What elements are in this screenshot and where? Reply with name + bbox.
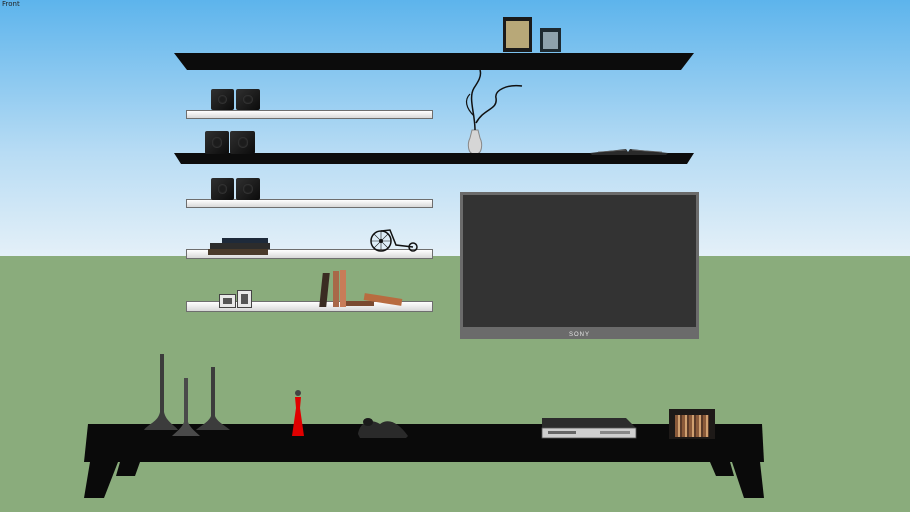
white-shelf-2[interactable] bbox=[186, 199, 433, 208]
open-book[interactable] bbox=[588, 144, 670, 156]
tv-screen bbox=[463, 195, 696, 327]
tv-brand-logo: SONY bbox=[568, 332, 590, 338]
speaker-left-3[interactable] bbox=[211, 178, 234, 200]
book-top[interactable] bbox=[222, 238, 268, 243]
photo-frame-1[interactable] bbox=[219, 294, 236, 308]
headphones[interactable] bbox=[354, 416, 412, 440]
picture-box-small-art bbox=[543, 32, 558, 49]
standing-book-2[interactable] bbox=[333, 271, 339, 307]
photo-frame-1-picture bbox=[223, 298, 232, 304]
white-shelf-4[interactable] bbox=[186, 301, 433, 312]
white-shelf-3[interactable] bbox=[186, 249, 433, 259]
photo-frame-2[interactable] bbox=[237, 290, 252, 308]
middle-dark-shelf[interactable] bbox=[172, 152, 698, 166]
red-figurine[interactable] bbox=[288, 388, 308, 438]
speaker-left-1[interactable] bbox=[211, 89, 234, 110]
sky-background bbox=[0, 0, 910, 256]
top-dark-shelf[interactable] bbox=[172, 50, 698, 74]
flat-screen-tv[interactable]: SONY bbox=[460, 192, 699, 339]
picture-box-small[interactable] bbox=[540, 28, 561, 52]
picture-box-large[interactable] bbox=[503, 17, 532, 52]
white-shelf-1[interactable] bbox=[186, 110, 433, 119]
lying-book[interactable] bbox=[346, 301, 374, 306]
book-bottom[interactable] bbox=[208, 249, 268, 255]
speaker-right-2[interactable] bbox=[230, 131, 255, 154]
picture-box-art bbox=[506, 21, 529, 48]
dvd-player[interactable] bbox=[540, 414, 640, 440]
candle-holders[interactable] bbox=[138, 352, 234, 438]
photo-frame-2-picture bbox=[241, 294, 248, 304]
book-middle[interactable] bbox=[210, 243, 270, 249]
view-name-label: Front bbox=[2, 0, 20, 8]
speaker-right-3[interactable] bbox=[236, 178, 260, 200]
cd-spines bbox=[675, 415, 709, 437]
decorative-vase[interactable] bbox=[458, 68, 530, 156]
standing-book-3[interactable] bbox=[340, 270, 346, 307]
speaker-right-1[interactable] bbox=[236, 89, 260, 110]
speaker-left-2[interactable] bbox=[205, 131, 229, 154]
cd-box[interactable] bbox=[669, 409, 715, 439]
tricycle-ornament[interactable] bbox=[368, 227, 420, 255]
